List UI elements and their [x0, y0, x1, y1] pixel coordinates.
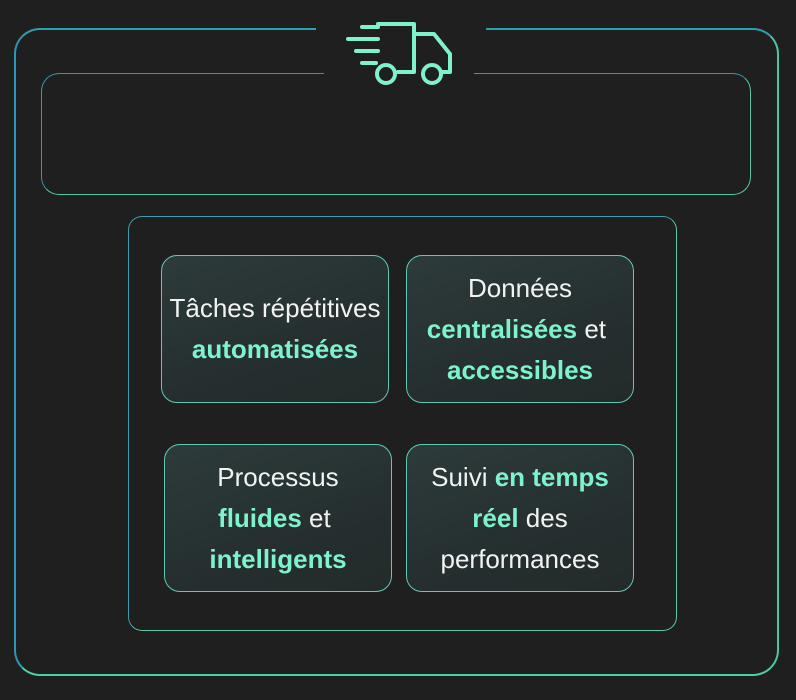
card-text-highlight: en temps réel	[472, 461, 609, 533]
card-text: Suivi en temps réel des performances	[415, 457, 625, 580]
top-panel	[41, 73, 751, 195]
feature-card-automated-tasks: Tâches répétitives automatisées	[161, 255, 389, 403]
card-text-plain: Tâches répétitives	[169, 293, 381, 323]
card-text-highlight: centralisées	[426, 313, 578, 344]
card-text: Tâches répétitives automatisées	[170, 288, 381, 370]
card-text-highlight: automatisées	[191, 334, 359, 364]
feature-card-centralized-data: Données centralisées et accessibles	[406, 255, 634, 403]
card-text-plain: et	[301, 502, 338, 533]
delivery-truck-icon	[346, 22, 452, 85]
card-text-plain: des performances	[440, 502, 600, 574]
card-text-plain: Suivi	[431, 461, 495, 492]
card-text-plain: Données	[467, 272, 573, 303]
frame-gap	[316, 18, 486, 38]
card-text-highlight: intelligents	[209, 543, 347, 574]
card-text-highlight: accessibles	[446, 354, 593, 385]
card-text-highlight: fluides	[218, 502, 302, 533]
feature-card-realtime-tracking: Suivi en temps réel des performances	[406, 444, 634, 592]
card-text: Processus fluides et intelligents	[209, 457, 346, 580]
card-text: Données centralisées et accessibles	[427, 268, 613, 391]
card-text-plain: Processus	[217, 461, 339, 492]
inner-panel	[128, 216, 677, 631]
card-text-plain: et	[577, 313, 614, 344]
feature-card-smart-processes: Processus fluides et intelligents	[164, 444, 392, 592]
